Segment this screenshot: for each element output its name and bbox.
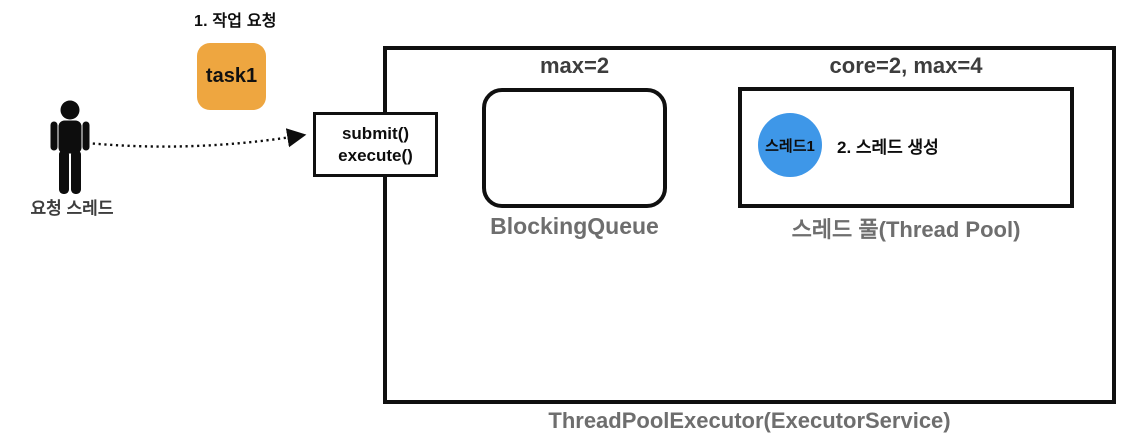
execute-label: execute(): [338, 145, 413, 165]
submit-label: submit(): [341, 124, 410, 144]
request-arrow: [86, 128, 307, 148]
blocking-queue-rect: [482, 88, 667, 208]
step1-task-request-label: 1. 작업 요청: [194, 13, 277, 30]
task1-box: task1: [197, 43, 266, 110]
person-icon: [50, 100, 90, 194]
requester-thread-label: 요청 스레드: [30, 199, 114, 218]
step2-thread-create-label: 2. 스레드 생성: [837, 138, 939, 157]
thread-pool-label: 스레드 풀(Thread Pool): [791, 217, 1021, 242]
executor-container-rect: [383, 46, 1116, 404]
submit-execute-box: submit() execute(): [313, 112, 438, 177]
executor-service-label: ThreadPoolExecutor(ExecutorService): [548, 408, 951, 433]
thread1-circle: 스레드1: [758, 113, 822, 177]
blocking-queue-label: BlockingQueue: [490, 213, 659, 239]
queue-capacity-label: max=2: [539, 53, 610, 78]
pool-capacity-label: core=2, max=4: [829, 53, 983, 78]
